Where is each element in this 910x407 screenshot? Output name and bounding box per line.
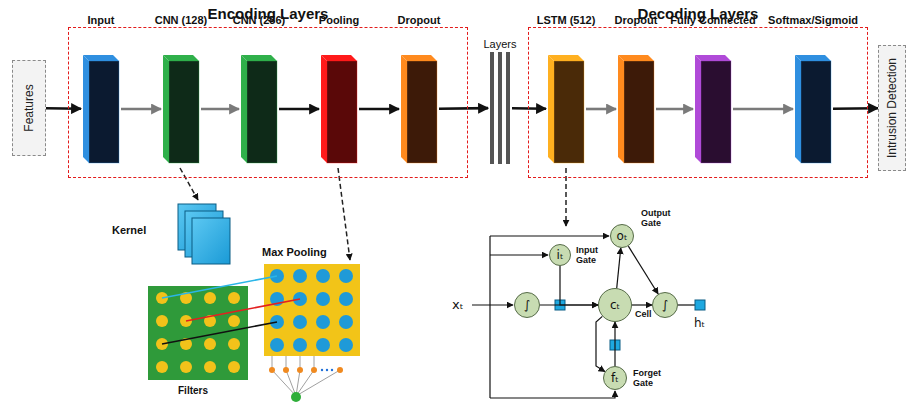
layer-label: Intrusion Detection [885, 58, 899, 158]
layer-label: CNN (128) [148, 12, 214, 28]
layers-bars: Layers [478, 34, 522, 166]
node-symbol: fₜ [611, 372, 619, 384]
connector [46, 107, 81, 110]
layer-slab [616, 53, 656, 165]
signal-label: hₜ [694, 316, 705, 330]
gate-node: fₜForget Gate [603, 366, 627, 390]
connector [201, 108, 239, 111]
callout-arrow [180, 168, 198, 200]
callout-arrow [565, 168, 567, 226]
part-label: Max Pooling [262, 246, 327, 258]
layer-block: LSTM (512) [531, 35, 601, 167]
mapping-lines [162, 276, 300, 344]
kernel-stack [178, 204, 230, 264]
connector [512, 107, 546, 110]
layer-label: Dropout [389, 12, 449, 28]
node-symbol: oₜ [617, 230, 628, 242]
layer-block: CNN (256) [226, 35, 292, 167]
activation-node: ∫ [514, 292, 540, 318]
connector [656, 108, 693, 111]
gate-label: Cell [635, 310, 665, 320]
part-label: Filters [178, 385, 208, 396]
layer-group: InputCNN (128)CNN (256)PoolingDropoutEnc… [68, 27, 468, 178]
layer-block: Softmax/Sigmoid [763, 35, 863, 167]
node-symbol: ∫ [662, 299, 668, 311]
gate-label: Input Gate [576, 246, 608, 266]
connector [121, 108, 161, 111]
layer-slab [399, 53, 439, 165]
filter-grid [148, 286, 248, 380]
lstm-input-wires [472, 236, 695, 398]
output-box: Intrusion Detection [878, 45, 906, 171]
layer-label: Features [22, 84, 36, 131]
layer-slab [161, 53, 201, 165]
layer-slab [239, 53, 279, 165]
layer-slab [793, 53, 833, 165]
connector [439, 107, 488, 110]
connector [632, 304, 652, 305]
group-title: Decoding Layers [529, 5, 867, 22]
gate-node: iₜInput Gate [549, 244, 571, 266]
layer-slab [81, 53, 121, 165]
layer-label: Input [71, 12, 131, 28]
connector [586, 108, 616, 111]
connector [628, 246, 658, 294]
layer-label: Softmax/Sigmoid [763, 12, 863, 28]
signal-label: xₜ [452, 297, 464, 312]
connector [617, 248, 621, 288]
connector [279, 108, 319, 111]
input-box: Features [12, 60, 46, 156]
connector [733, 108, 793, 111]
gate-label: Output Gate [641, 209, 681, 229]
gate-label: Forget Gate [633, 369, 673, 389]
layer-block: Pooling [309, 35, 369, 167]
layer-slab [319, 53, 359, 165]
node-symbol: cₜ [610, 299, 620, 311]
connector [560, 266, 598, 305]
pooled-outputs [269, 356, 343, 402]
layer-group: LSTM (512)DropoutFully ConnectedSoftmax/… [528, 27, 868, 178]
max-pooling-grid [264, 264, 360, 356]
activation-node: ∫ [652, 292, 678, 318]
group-title: Encoding Layers [69, 5, 467, 22]
node-symbol: ∫ [524, 299, 530, 311]
connector [596, 316, 605, 371]
layer-slab [546, 53, 586, 165]
layer-block: Fully Connected [667, 35, 759, 167]
layer-block: Input [71, 35, 131, 167]
connector [359, 108, 399, 111]
layer-block: CNN (128) [148, 35, 214, 167]
layer-block: Dropout [606, 35, 666, 167]
layer-label: Layers [483, 36, 516, 52]
callout-arrow [338, 168, 350, 260]
gate-node: oₜOutput Gate [610, 224, 634, 248]
layer-label: LSTM (512) [531, 12, 601, 28]
connector [833, 107, 878, 110]
layer-block: Dropout [389, 35, 449, 167]
layer-bars [488, 52, 512, 164]
layer-slab [693, 53, 733, 165]
connector [614, 322, 615, 366]
node-symbol: iₜ [557, 249, 564, 261]
cell-node: cₜCell [598, 288, 632, 322]
part-label: Kernel [112, 224, 146, 236]
